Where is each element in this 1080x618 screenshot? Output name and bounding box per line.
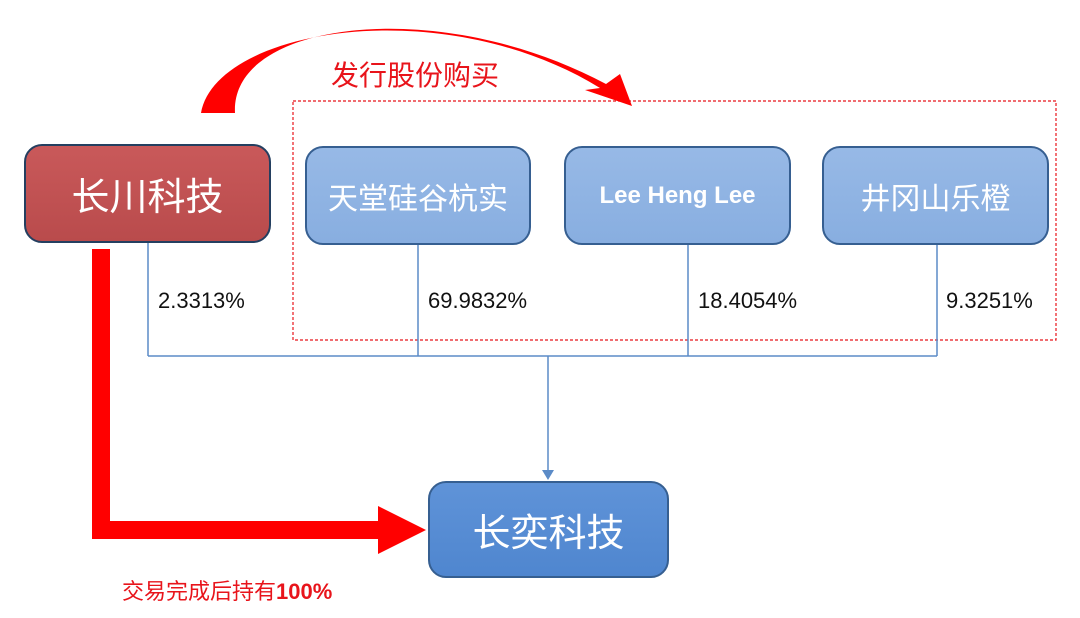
ownership-lines xyxy=(147,242,938,472)
seller-label: 井冈山乐橙 xyxy=(860,181,1011,217)
seller-label: 天堂硅谷杭实 xyxy=(328,181,508,217)
target-label: 长奕科技 xyxy=(472,511,625,555)
sellers-group-boundary xyxy=(292,100,1057,341)
holding-label-value: 100% xyxy=(276,579,333,604)
seller-label: Lee Heng Lee xyxy=(599,181,756,209)
seller-share-value: 69.9832% xyxy=(428,288,528,313)
acquirer-box: 长川科技 xyxy=(24,144,271,243)
holding-arrow-shape xyxy=(92,249,426,554)
seller-share-value: 9.3251% xyxy=(946,288,1033,313)
seller-box-lee-heng-lee: Lee Heng Lee xyxy=(564,146,791,245)
ownership-arrowhead xyxy=(542,470,554,480)
seller-share-value: 18.4054% xyxy=(698,288,798,313)
acquirer-share-value: 2.3313% xyxy=(158,288,245,313)
holding-label-text: 交易完成后持有 xyxy=(122,580,277,605)
issue-shares-label: 发行股份购买 xyxy=(331,59,500,92)
acquirer-label: 长川科技 xyxy=(71,175,224,219)
seller-box-tiantang: 天堂硅谷杭实 xyxy=(305,146,531,245)
holding-label: 交易完成后持有100% xyxy=(122,574,332,606)
seller-box-jinggangshan: 井冈山乐橙 xyxy=(822,146,1049,245)
target-box: 长奕科技 xyxy=(428,481,669,578)
